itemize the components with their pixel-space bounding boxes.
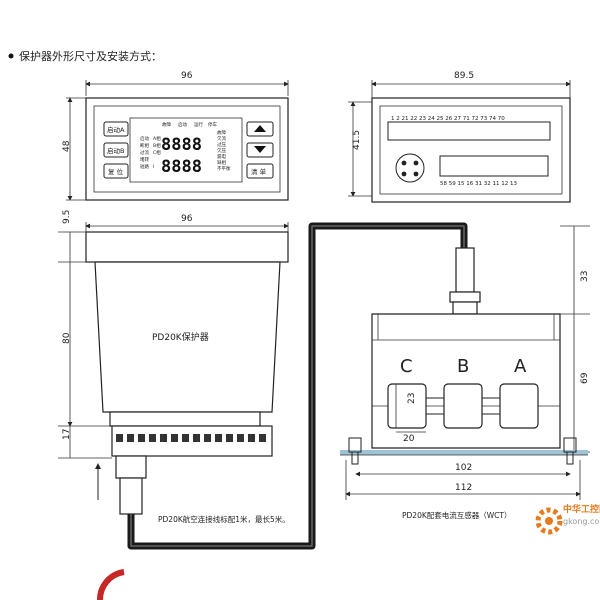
display-left-label-5: 短路 (140, 163, 149, 170)
start-b-button[interactable] (103, 142, 129, 158)
display-right-label-7: 不平衡 (217, 165, 231, 172)
side-terminal-label: 17 (62, 429, 72, 440)
display-right-label-1: 故障 (217, 129, 226, 136)
ct-mount-rail (340, 450, 588, 455)
down-button[interactable] (246, 142, 274, 158)
ct-total-width-label: 112 (455, 483, 472, 493)
front-panel-outline (85, 97, 289, 201)
front-view: 96 48 启动A 启动B 复 位 清 单 故障 启动 运行 停车 启动 断相 … (62, 71, 289, 201)
side-flange (85, 231, 289, 263)
up-arrow-icon (254, 125, 266, 132)
digits-row-1: 8888 (161, 135, 202, 155)
side-body (94, 261, 281, 413)
front-height-label: 48 (62, 140, 72, 152)
ct-window-a (499, 383, 539, 429)
display-mid-label-c: C相 (153, 149, 161, 156)
start-a-button[interactable] (103, 121, 129, 137)
ct-plug-height-label: 33 (580, 271, 590, 282)
side-top-label: 9.5 (62, 210, 72, 224)
terminal-block-top (387, 121, 551, 141)
display-right-label-4: 欠压 (217, 147, 226, 154)
watermark: 中华工控网 gkong.com (535, 503, 600, 535)
back-height-label: 41.5 (352, 130, 362, 150)
side-width-label: 96 (181, 214, 193, 224)
display-mid-label-i: I (153, 164, 154, 170)
side-connector-plug (119, 477, 143, 515)
front-panel-bezel (93, 105, 281, 193)
back-width-label: 89.5 (454, 71, 474, 81)
ct-mount-width-label: 102 (455, 463, 472, 473)
watermark-domain: gkong.com (563, 517, 600, 526)
ct-plug (455, 247, 475, 293)
back-view: 89.5 41.5 1 2 21 22 23 24 25 26 27 71 72… (348, 71, 571, 203)
digits-row-2: 8888 (161, 157, 202, 177)
display-label-stop: 停车 (208, 121, 217, 128)
down-arrow-icon (254, 146, 266, 153)
display-mid-label-b: B相 (153, 142, 161, 149)
reset-label: 复 位 (108, 167, 124, 176)
ct-left-screw (348, 437, 362, 453)
display-label-run: 运行 (194, 121, 203, 128)
cable-note: PD20K航空连接线标配1米，最长5米。 (158, 514, 290, 524)
heading-bullet (8, 53, 14, 59)
list-label: 清 单 (251, 167, 267, 176)
ct-plug-nut (449, 291, 481, 303)
terminal-numbers-top: 1 2 21 22 23 24 25 26 27 71 72 73 74 70 (391, 116, 505, 122)
back-panel-inner (379, 105, 563, 195)
display-mid-label-a: A相 (153, 135, 161, 142)
start-a-label: 启动A (107, 125, 125, 134)
display-label-start: 启动 (178, 121, 187, 128)
back-panel-outline (371, 97, 571, 203)
display-right-label-2: 欠流 (217, 135, 226, 142)
display-left-label-4: 堵转 (140, 156, 149, 163)
reset-button[interactable] (103, 163, 129, 179)
display-right-label-3: 过压 (217, 141, 226, 148)
page-heading: 保护器外形尺寸及安装方式： (19, 49, 162, 63)
side-connector-body (115, 455, 147, 479)
ct-caption: PD20K配套电流互感器（WCT） (402, 510, 512, 520)
ct-plug-base (452, 301, 478, 315)
ct-window-width-label: 20 (403, 434, 415, 444)
display-right-label-5: 漏电 (217, 153, 226, 160)
aviation-socket-icon (395, 153, 425, 183)
ct-window-b (443, 383, 483, 429)
terminal-numbers-bottom: 58 59 15 16 31 32 11 12 13 (440, 181, 517, 187)
side-terminal-cap (109, 411, 261, 427)
ct-window-height-label: 23 (407, 393, 417, 404)
display-left-label-2: 断相 (140, 142, 149, 149)
lcd-display (129, 117, 243, 183)
display-left-label-1: 启动 (140, 135, 149, 142)
side-body-label: 80 (62, 332, 72, 344)
red-circle-fragment (96, 569, 125, 600)
device-name-label: PD20K保护器 (152, 331, 209, 343)
side-view: 96 9.5 80 17 PD20K保护器 (58, 210, 290, 524)
phase-a-label: A (514, 356, 527, 377)
phase-c-label: C (400, 356, 413, 377)
ct-window-c (387, 383, 427, 429)
ct-body-height-label: 69 (580, 372, 590, 384)
start-b-label: 启动B (107, 146, 124, 155)
terminal-block-bottom (439, 155, 549, 177)
up-button[interactable] (246, 121, 274, 137)
gear-icon (535, 507, 563, 535)
watermark-brand: 中华工控网 (563, 503, 600, 515)
current-transformer: 33 69 C B A 23 20 102 (340, 225, 590, 520)
list-button[interactable] (246, 163, 274, 179)
display-label-fault: 故障 (162, 121, 171, 128)
phase-b-label: B (457, 356, 469, 377)
front-width-label: 96 (181, 71, 193, 81)
display-right-label-6: 缺相 (217, 159, 226, 166)
display-left-label-3: 过流 (140, 149, 149, 156)
